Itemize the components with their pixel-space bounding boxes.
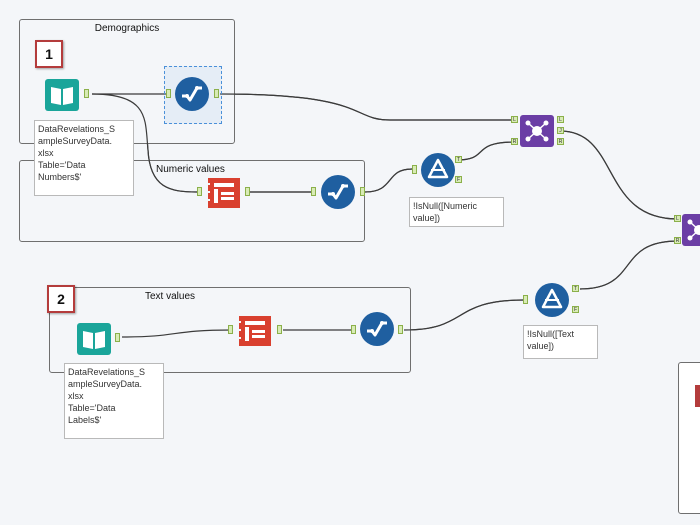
connection-filter1-join1[interactable] [456, 141, 516, 161]
left-output-anchor[interactable]: L [557, 116, 564, 123]
input-anchor[interactable] [351, 325, 356, 334]
input-anchor[interactable] [412, 165, 417, 174]
select-tool-1[interactable] [174, 76, 210, 117]
filter-tool-1[interactable] [420, 152, 456, 193]
container-title: Text values [144, 291, 196, 302]
connection-join1-join2[interactable] [559, 130, 679, 220]
output-anchor[interactable] [245, 187, 250, 196]
annotation-line: Numbers$' [38, 172, 82, 182]
annotation-filter-1: !IsNull([Numeric value]) [409, 197, 504, 227]
input-anchor[interactable] [311, 187, 316, 196]
annotation-input-1: DataRevelations_S ampleSurveyData. xlsx … [34, 120, 134, 196]
annotation-line: Table='Data [68, 403, 116, 413]
input-anchor[interactable] [197, 187, 202, 196]
transpose-icon [237, 316, 271, 346]
connection-select1-join1[interactable] [219, 93, 515, 121]
checkmark-select-icon [360, 312, 394, 346]
transpose-icon [206, 178, 240, 208]
true-anchor[interactable]: T [572, 285, 579, 292]
annotation-line: value]) [527, 341, 555, 351]
right-anchor[interactable]: R [511, 138, 518, 145]
select-tool-3[interactable] [359, 311, 395, 352]
container-title: Numeric values [156, 164, 225, 175]
right-anchor[interactable]: R [674, 237, 681, 244]
filter-tool-2[interactable] [534, 282, 570, 323]
join-output-anchor[interactable]: J [557, 127, 564, 134]
input-anchor[interactable] [523, 295, 528, 304]
annotation-input-2: DataRevelations_S ampleSurveyData. xlsx … [64, 363, 164, 439]
checkmark-select-icon [321, 175, 355, 209]
container-title: Demographics [94, 23, 160, 34]
annotation-line: ampleSurveyData. [68, 379, 143, 389]
annotation-line: !IsNull([Text [527, 329, 575, 339]
join-icon [682, 214, 700, 246]
step-badge-2: 2 [47, 285, 75, 313]
annotation-line: xlsx [38, 148, 54, 158]
input-data-tool-1[interactable] [44, 78, 80, 112]
checkmark-select-icon [175, 77, 209, 111]
container-offscreen[interactable] [678, 362, 700, 514]
filter-triangle-icon [421, 153, 455, 187]
annotation-line: xlsx [68, 391, 84, 401]
book-icon [77, 323, 111, 355]
annotation-line: !IsNull([Numeric [413, 201, 478, 211]
right-output-anchor[interactable]: R [557, 138, 564, 145]
join-tool-1[interactable] [519, 114, 555, 153]
output-anchor[interactable] [277, 325, 282, 334]
false-anchor[interactable]: F [455, 176, 462, 183]
annotation-line: Labels$' [68, 415, 102, 425]
input-anchor[interactable] [228, 325, 233, 334]
output-anchor[interactable] [360, 187, 365, 196]
select-tool-2[interactable] [320, 174, 356, 215]
left-anchor[interactable]: L [674, 215, 681, 222]
annotation-line: DataRevelations_S [68, 367, 146, 377]
input-anchor[interactable] [166, 89, 171, 98]
book-icon [45, 79, 79, 111]
false-anchor[interactable]: F [572, 306, 579, 313]
annotation-line: value]) [413, 213, 441, 223]
annotation-line: DataRevelations_S [38, 124, 116, 134]
transpose-tool-1[interactable] [206, 176, 242, 215]
left-anchor[interactable]: L [511, 116, 518, 123]
connection-select2-filter1[interactable] [364, 168, 413, 193]
annotation-line: ampleSurveyData. [38, 136, 113, 146]
connection-select3-filter2[interactable] [403, 299, 525, 331]
output-anchor[interactable] [214, 89, 219, 98]
transpose-tool-2[interactable] [237, 314, 273, 353]
output-anchor[interactable] [398, 325, 403, 334]
join-icon [520, 115, 554, 147]
badge-partial [695, 385, 700, 407]
join-tool-2[interactable] [681, 213, 700, 252]
annotation-line: Table='Data [38, 160, 86, 170]
connection-filter2-join2[interactable] [579, 240, 679, 290]
output-anchor[interactable] [115, 333, 120, 342]
annotation-filter-2: !IsNull([Text value]) [523, 325, 598, 359]
step-badge-1: 1 [35, 40, 63, 68]
true-anchor[interactable]: T [455, 156, 462, 163]
filter-triangle-icon [535, 283, 569, 317]
output-anchor[interactable] [84, 89, 89, 98]
input-data-tool-2[interactable] [76, 322, 112, 356]
